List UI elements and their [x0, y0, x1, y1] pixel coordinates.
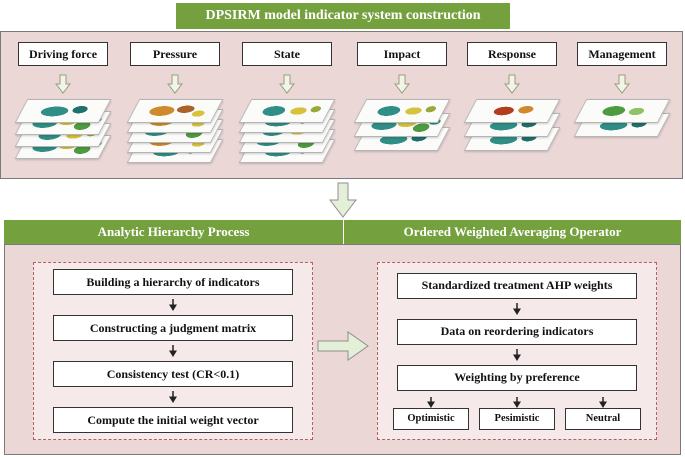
map-stack-management	[573, 99, 671, 141]
owa-option-col: Neutral	[565, 396, 641, 430]
indicator-panel: Driving force Pressure	[0, 31, 683, 179]
map-layer	[14, 99, 112, 123]
owa-step-1: Standardized treatment AHP weights	[397, 272, 637, 299]
category-box-management: Management	[577, 42, 667, 66]
flow-arrow-icon	[169, 391, 177, 403]
flow-arrow-icon	[599, 396, 607, 408]
column-state: State	[237, 42, 337, 165]
category-box-impact: Impact	[357, 42, 447, 66]
ahp-step-1: Building a hierarchy of indicators	[53, 269, 293, 295]
ahp-flow: Building a hierarchy of indicators Const…	[34, 263, 312, 439]
column-response: Response	[462, 42, 562, 153]
owa-option-neutral: Neutral	[565, 407, 641, 430]
map-layer	[353, 99, 451, 123]
owa-flow: Standardized treatment AHP weights Data …	[378, 263, 656, 439]
column-impact: Impact	[352, 42, 452, 153]
down-arrow-icon	[394, 74, 410, 94]
flow-arrow-icon	[169, 299, 177, 311]
map-layer	[463, 99, 561, 123]
map-layer	[126, 99, 224, 123]
category-box-pressure: Pressure	[130, 42, 220, 66]
owa-option-pesimistic: Pesimistic	[479, 407, 555, 430]
big-down-arrow-icon	[328, 182, 358, 218]
top-section-title: DPSIRM model indicator system constructi…	[176, 3, 510, 29]
owa-options-row: Optimistic Pesimistic Neutral	[393, 396, 641, 430]
owa-option-col: Optimistic	[393, 396, 469, 430]
column-pressure: Pressure	[125, 42, 225, 165]
methods-panel: Building a hierarchy of indicators Const…	[4, 244, 681, 455]
flow-arrow-icon	[427, 396, 435, 408]
ahp-step-2: Constructing a judgment matrix	[53, 315, 293, 341]
ahp-flow-box: Building a hierarchy of indicators Const…	[33, 262, 313, 440]
down-arrow-icon	[167, 74, 183, 94]
down-arrow-icon	[279, 74, 295, 94]
category-box-response: Response	[467, 42, 557, 66]
owa-step-2: Data on reordering indicators	[397, 318, 637, 345]
map-stack-impact	[353, 99, 451, 153]
map-stack-driving-force	[14, 99, 112, 163]
down-arrow-icon	[614, 74, 630, 94]
map-stack-pressure	[126, 99, 224, 165]
map-layer	[238, 99, 336, 123]
ahp-step-3: Consistency test (CR<0.1)	[53, 361, 293, 387]
flow-arrow-icon	[169, 345, 177, 357]
flow-arrow-icon	[513, 348, 521, 361]
down-arrow-icon	[504, 74, 520, 94]
owa-flow-box: Standardized treatment AHP weights Data …	[377, 262, 657, 440]
map-stack-state	[238, 99, 336, 165]
ahp-step-4: Compute the initial weight vector	[53, 407, 293, 433]
category-box-state: State	[242, 42, 332, 66]
map-stack-response	[463, 99, 561, 153]
right-arrow-icon	[317, 331, 369, 361]
down-arrow-icon	[55, 74, 71, 94]
owa-section-title: Ordered Weighted Averaging Operator	[344, 220, 681, 244]
flow-arrow-icon	[513, 396, 521, 408]
column-driving-force: Driving force	[13, 42, 113, 163]
column-management: Management	[572, 42, 672, 141]
owa-step-3: Weighting by preference	[397, 364, 637, 391]
flow-arrow-icon	[513, 302, 521, 315]
category-box-driving-force: Driving force	[18, 42, 108, 66]
map-layer	[573, 99, 671, 123]
owa-option-optimistic: Optimistic	[393, 407, 469, 430]
ahp-section-title: Analytic Hierarchy Process	[4, 220, 343, 244]
owa-option-col: Pesimistic	[479, 396, 555, 430]
